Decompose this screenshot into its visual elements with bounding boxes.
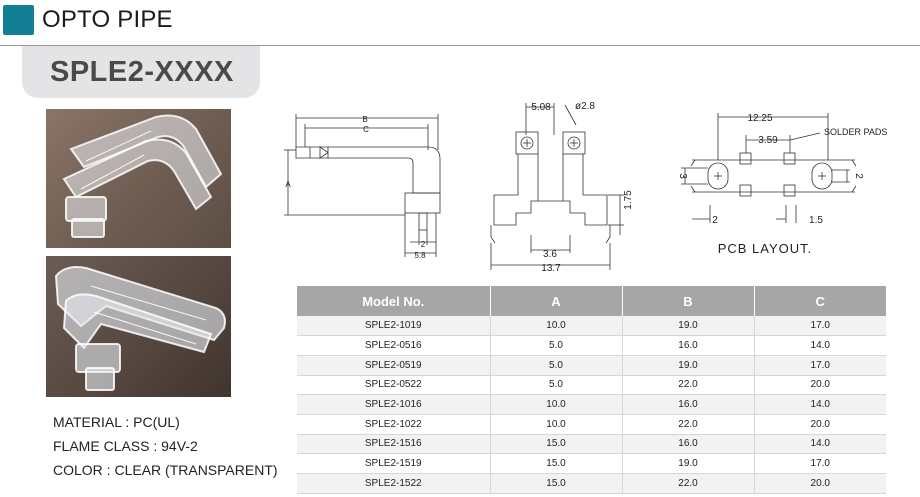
cell-a: 15.0 (490, 434, 623, 455)
technical-drawings: B C A 2 5.8 5.08 ø2.8 1.75 3.6 13.7 12.2… (284, 101, 887, 274)
model-title: SPLE2-XXXX (50, 56, 234, 88)
spec-material: MATERIAL : PC(UL) (53, 414, 180, 430)
cell-b: 16.0 (622, 335, 755, 356)
model-tab: SPLE2-XXXX (22, 46, 260, 98)
pcb-dim-359: 3.59 (758, 135, 778, 146)
table-row: SPLE2-0519 5.0 19.0 17.0 (297, 355, 886, 376)
cell-model: SPLE2-1016 (297, 394, 491, 415)
cell-c: 20.0 (754, 473, 886, 494)
header-accent-square (3, 5, 34, 35)
front-dim-175: 1.75 (623, 190, 634, 210)
cell-a: 5.0 (490, 335, 623, 356)
table-row: SPLE2-1019 10.0 19.0 17.0 (297, 316, 886, 337)
side-dim-b: B (362, 115, 367, 124)
cell-model: SPLE2-1519 (297, 453, 491, 474)
cell-model: SPLE2-0519 (297, 355, 491, 376)
column-header-b: B (622, 286, 755, 316)
side-dim-c: C (363, 125, 369, 134)
cell-b: 19.0 (622, 355, 755, 376)
cell-a: 10.0 (490, 316, 623, 337)
table-header-row: Model No. A B C (297, 286, 886, 316)
cell-model: SPLE2-1516 (297, 434, 491, 455)
page-header: OPTO PIPE (0, 0, 920, 46)
cell-c: 14.0 (754, 434, 886, 455)
cell-c: 17.0 (754, 316, 886, 337)
table-row: SPLE2-1519 15.0 19.0 17.0 (297, 453, 886, 474)
front-dim-dia: ø2.8 (575, 101, 595, 112)
cell-a: 5.0 (490, 355, 623, 376)
pcb-dim-15: 1.5 (809, 215, 823, 226)
cell-model: SPLE2-1522 (297, 473, 491, 494)
pcb-layout-caption: PCB LAYOUT. (718, 241, 813, 256)
column-header-model: Model No. (297, 286, 491, 316)
pcb-dim-1225: 12.25 (747, 113, 772, 124)
cell-a: 5.0 (490, 375, 623, 396)
cell-b: 22.0 (622, 473, 755, 494)
cell-c: 20.0 (754, 414, 886, 435)
page-title: OPTO PIPE (42, 6, 173, 33)
spec-color: COLOR : CLEAR (TRANSPARENT) (53, 462, 278, 478)
column-header-a: A (490, 286, 623, 316)
cell-model: SPLE2-1022 (297, 414, 491, 435)
light-pipe-photo-side (46, 109, 231, 248)
front-view-drawing (490, 103, 624, 270)
side-dim-2: 2 (421, 240, 426, 249)
cell-b: 19.0 (622, 453, 755, 474)
table-row: SPLE2-0516 5.0 16.0 14.0 (297, 335, 886, 356)
spec-flame-class: FLAME CLASS : 94V-2 (53, 438, 198, 454)
table-row: SPLE2-1522 15.0 22.0 20.0 (297, 473, 886, 494)
front-dim-36: 3.6 (543, 249, 557, 260)
light-pipe-photo-front (46, 256, 231, 397)
table-row: SPLE2-0522 5.0 22.0 20.0 (297, 375, 886, 396)
cell-c: 20.0 (754, 375, 886, 396)
cell-c: 14.0 (754, 394, 886, 415)
side-dim-58: 5.8 (414, 251, 426, 260)
model-spec-table: Model No. A B C SPLE2-1019 10.0 19.0 17.… (297, 286, 886, 494)
cell-b: 19.0 (622, 316, 755, 337)
header-divider (0, 45, 920, 46)
cell-model: SPLE2-1019 (297, 316, 491, 337)
table-row: SPLE2-1022 10.0 22.0 20.0 (297, 414, 886, 435)
cell-b: 16.0 (622, 434, 755, 455)
front-dim-137: 13.7 (541, 263, 561, 274)
cell-model: SPLE2-0516 (297, 335, 491, 356)
side-dim-a: A (285, 180, 291, 189)
cell-a: 15.0 (490, 473, 623, 494)
cell-b: 22.0 (622, 414, 755, 435)
pcb-solder-pads-label: SOLDER PADS (824, 127, 887, 137)
pcb-dim-3: 3 (677, 173, 688, 179)
cell-a: 10.0 (490, 414, 623, 435)
pcb-layout-drawing (681, 113, 857, 223)
cell-b: 16.0 (622, 394, 755, 415)
cell-c: 17.0 (754, 453, 886, 474)
column-header-c: C (754, 286, 886, 316)
pcb-dim-2-bottom: 2 (712, 215, 718, 226)
cell-c: 14.0 (754, 335, 886, 356)
table-row: SPLE2-1516 15.0 16.0 14.0 (297, 434, 886, 455)
cell-b: 22.0 (622, 375, 755, 396)
cell-a: 10.0 (490, 394, 623, 415)
front-dim-pitch: 5.08 (531, 102, 551, 113)
cell-a: 15.0 (490, 453, 623, 474)
pcb-dim-2-right: 2 (853, 173, 864, 179)
cell-c: 17.0 (754, 355, 886, 376)
side-view-drawing (284, 114, 441, 257)
cell-model: SPLE2-0522 (297, 375, 491, 396)
table-row: SPLE2-1016 10.0 16.0 14.0 (297, 394, 886, 415)
